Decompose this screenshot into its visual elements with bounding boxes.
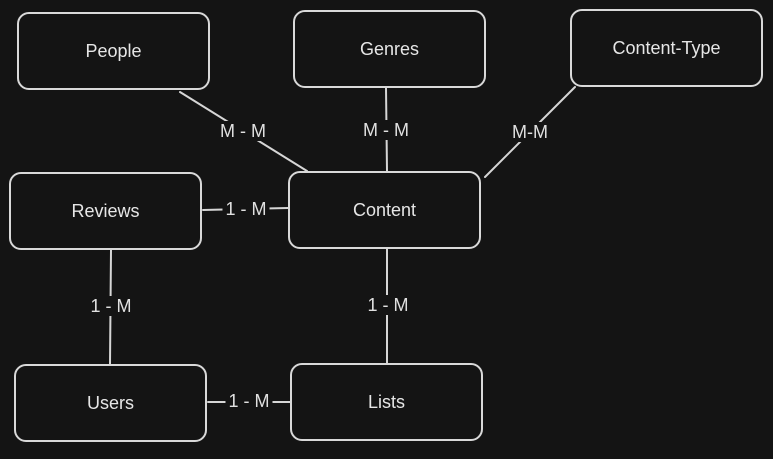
entity-genres[interactable]: Genres <box>293 10 486 88</box>
entity-people[interactable]: People <box>17 12 210 90</box>
entity-content-label: Content <box>352 199 417 220</box>
entity-users-label: Users <box>86 392 134 413</box>
entity-users[interactable]: Users <box>14 364 207 442</box>
entity-reviews-label: Reviews <box>71 200 140 221</box>
entity-genres-label: Genres <box>359 38 420 59</box>
entity-content[interactable]: Content <box>288 171 481 249</box>
entity-lists-label: Lists <box>367 391 405 412</box>
cardinality-content-type-content: M-M <box>509 122 551 142</box>
cardinality-users-lists: 1 - M <box>225 391 273 411</box>
cardinality-genres-content: M - M <box>360 120 412 140</box>
cardinality-reviews-content: 1 - M <box>222 199 270 219</box>
entity-content-type[interactable]: Content-Type <box>570 9 763 87</box>
cardinality-reviews-users: 1 - M <box>87 296 135 316</box>
entity-people-label: People <box>85 40 142 61</box>
cardinality-people-content: M - M <box>217 121 269 141</box>
cardinality-content-lists: 1 - M <box>364 295 412 315</box>
entity-reviews[interactable]: Reviews <box>9 172 202 250</box>
entity-content-type-label: Content-Type <box>612 37 721 58</box>
entity-lists[interactable]: Lists <box>290 363 483 441</box>
